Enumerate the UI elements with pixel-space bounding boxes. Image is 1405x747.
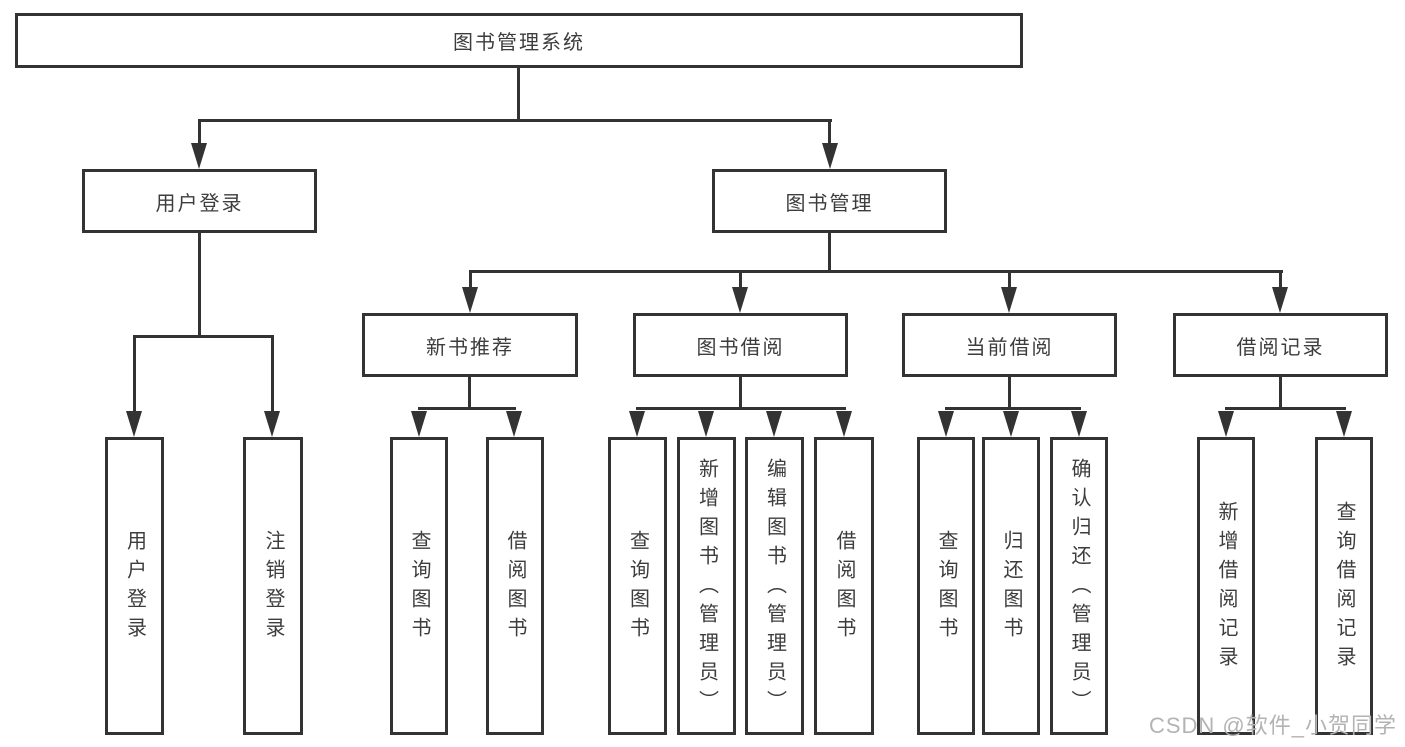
node-edit-book-admin: 编辑图书（管理员）	[745, 437, 804, 735]
connector-root-horizontal	[198, 119, 832, 122]
node-query-books-recommend: 查询图书	[390, 437, 448, 735]
connector-current-borrowing-horizontal	[945, 407, 1081, 410]
arrow-down-icon	[629, 411, 645, 437]
node-logout-leaf-label: 注销登录	[262, 530, 284, 646]
connector-stub-book-borrowing	[739, 270, 742, 287]
arrow-down-icon	[836, 411, 852, 437]
csdn-watermark: CSDN @软件_小贺同学	[1148, 713, 1397, 738]
node-library-system-label: 图书管理系统	[453, 32, 585, 54]
node-borrow-books-leaf: 借阅图书	[814, 437, 874, 735]
node-return-book: 归还图书	[982, 437, 1040, 735]
node-user-login-leaf-label: 用户登录	[123, 530, 146, 646]
node-return-book-label: 归还图书	[1000, 530, 1022, 646]
node-book-management-label: 图书管理	[785, 192, 874, 215]
arrow-down-icon	[126, 411, 142, 437]
arrow-down-icon	[1071, 411, 1087, 437]
node-user-login-leaf: 用户登录	[105, 437, 164, 735]
connector-book-borrowing-horizontal	[636, 407, 846, 410]
node-query-borrow-record-label: 查询借阅记录	[1333, 501, 1355, 675]
connector-user-login-horizontal	[133, 335, 274, 338]
node-query-borrow-record: 查询借阅记录	[1315, 437, 1373, 735]
node-book-borrowing-label: 图书借阅	[696, 336, 785, 359]
node-add-borrow-record-label: 新增借阅记录	[1215, 501, 1237, 675]
node-confirm-return-admin: 确认归还（管理员）	[1050, 437, 1108, 735]
node-book-management: 图书管理	[712, 169, 947, 233]
arrow-down-icon	[264, 411, 280, 437]
node-logout-leaf: 注销登录	[243, 437, 303, 735]
connector-stub-logout-leaf	[271, 335, 274, 411]
arrow-down-icon	[732, 287, 748, 313]
arrow-down-icon	[1218, 411, 1234, 437]
node-book-borrowing: 图书借阅	[633, 313, 848, 377]
arrow-down-icon	[191, 143, 207, 169]
connector-book-borrowing-vertical	[739, 377, 742, 409]
arrow-down-icon	[411, 411, 427, 437]
connector-stub-user-login	[198, 119, 201, 145]
node-new-book-recommend-label: 新书推荐	[426, 336, 514, 359]
connector-borrowing-records-vertical	[1279, 377, 1282, 409]
node-borrow-books-recommend-label: 借阅图书	[504, 530, 526, 646]
node-borrow-books-recommend: 借阅图书	[486, 437, 544, 735]
connector-stub-current-borrowing	[1008, 270, 1011, 287]
node-query-books-borrowing: 查询图书	[608, 437, 667, 735]
node-add-book-admin: 新增图书（管理员）	[677, 437, 736, 735]
node-query-books-borrowing-label: 查询图书	[626, 530, 649, 646]
node-borrowing-records-label: 借阅记录	[1236, 336, 1325, 359]
arrow-down-icon	[938, 411, 954, 437]
node-add-book-admin-label: 新增图书（管理员）	[695, 457, 718, 719]
arrow-down-icon	[1272, 287, 1288, 313]
node-library-system: 图书管理系统	[15, 13, 1023, 68]
node-user-login: 用户登录	[82, 169, 317, 233]
arrow-down-icon	[766, 411, 782, 437]
connector-current-borrowing-vertical	[1008, 377, 1011, 409]
connector-stub-user-login-leaf	[133, 335, 136, 411]
arrow-down-icon	[462, 287, 478, 313]
node-borrowing-records: 借阅记录	[1173, 313, 1388, 377]
arrow-down-icon	[1336, 411, 1352, 437]
connector-new-book-vertical	[468, 377, 471, 409]
arrow-down-icon	[1001, 287, 1017, 313]
arrow-down-icon	[1003, 411, 1019, 437]
connector-book-management-horizontal	[469, 270, 1283, 273]
connector-stub-new-book-recommend	[469, 270, 472, 287]
node-borrow-books-leaf-label: 借阅图书	[833, 530, 855, 646]
node-confirm-return-admin-label: 确认归还（管理员）	[1068, 457, 1090, 719]
node-current-borrowing-label: 当前借阅	[965, 336, 1054, 359]
connector-root-vertical	[517, 68, 520, 121]
connector-user-login-vertical	[198, 232, 201, 337]
node-query-books-current-label: 查询图书	[935, 530, 957, 646]
node-add-borrow-record: 新增借阅记录	[1197, 437, 1255, 735]
connector-stub-book-management	[828, 119, 831, 145]
node-current-borrowing: 当前借阅	[902, 313, 1117, 377]
arrow-down-icon	[506, 411, 522, 437]
connector-borrowing-records-horizontal	[1225, 407, 1346, 410]
arrow-down-icon	[822, 143, 838, 169]
node-edit-book-admin-label: 编辑图书（管理员）	[763, 457, 786, 719]
node-user-login-label: 用户登录	[155, 192, 244, 215]
node-query-books-current: 查询图书	[917, 437, 975, 735]
connector-stub-borrowing-records	[1279, 270, 1282, 287]
connector-new-book-horizontal	[418, 407, 516, 410]
node-new-book-recommend: 新书推荐	[362, 313, 578, 377]
node-query-books-recommend-label: 查询图书	[408, 530, 430, 646]
connector-book-management-vertical	[828, 233, 831, 273]
arrow-down-icon	[698, 411, 714, 437]
